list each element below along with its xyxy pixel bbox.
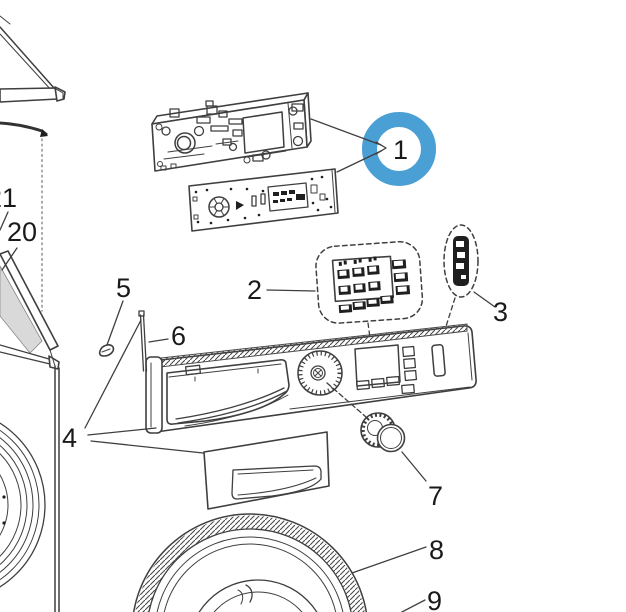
key-columns	[337, 256, 381, 296]
cabinet-top-lid	[0, 15, 66, 103]
knob-mount	[297, 350, 343, 396]
callout-4: 4	[62, 319, 204, 454]
callout-21: 21	[0, 183, 17, 231]
callout-1: 1	[310, 112, 436, 186]
part-label-20[interactable]: 20	[7, 217, 37, 247]
facade-end-cap	[145, 356, 163, 434]
top-trim-piece	[0, 121, 48, 137]
part-label-7[interactable]: 7	[428, 481, 443, 511]
fastener-clip: 5	[98, 273, 131, 357]
part-label-1[interactable]: 1	[393, 135, 408, 165]
part-label-8[interactable]: 8	[429, 535, 444, 565]
dispenser-opening	[166, 359, 290, 427]
part-label-9[interactable]: 9	[427, 586, 442, 612]
door-opening-arcs	[0, 422, 46, 588]
part-label-6[interactable]: 6	[171, 321, 186, 351]
part-label-21[interactable]: 21	[0, 183, 17, 213]
part-label-3[interactable]: 3	[493, 297, 508, 327]
display-board	[188, 168, 339, 232]
display-window	[354, 344, 401, 387]
board-solder-dots	[194, 175, 333, 225]
selector-knob: 7	[360, 412, 443, 511]
highlight-ring[interactable]	[362, 112, 436, 186]
door-assembly: 8 9	[132, 513, 444, 612]
dispenser-drawer-front	[203, 431, 330, 510]
cabinet-body	[0, 250, 60, 612]
facade-buttons	[356, 345, 418, 395]
part-label-4[interactable]: 4	[62, 423, 77, 453]
hinge-pin: 6	[138, 310, 186, 372]
button-set: 2	[247, 240, 424, 346]
facade-slot	[431, 344, 446, 377]
part-label-5[interactable]: 5	[116, 273, 131, 303]
key-row-bottom	[338, 295, 394, 314]
control-board	[151, 92, 312, 172]
key-column-right	[391, 259, 411, 296]
control-panel-facade	[145, 323, 477, 434]
button-strip: 3	[440, 224, 508, 343]
callout-20: 20	[1, 217, 37, 271]
part-label-2[interactable]: 2	[247, 275, 262, 305]
